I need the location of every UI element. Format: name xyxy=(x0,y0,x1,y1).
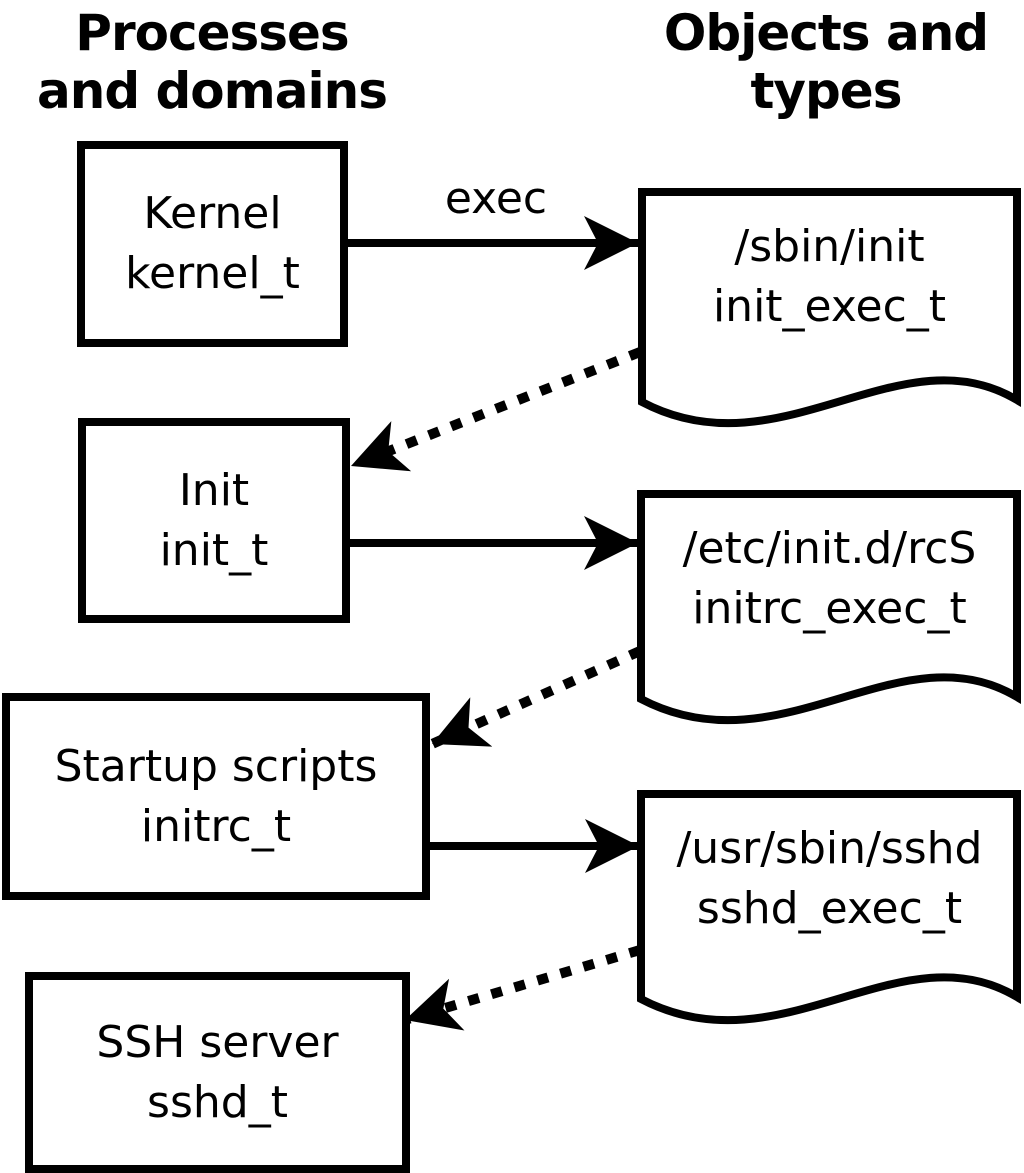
object-path: /usr/sbin/sshd xyxy=(676,823,983,874)
process-name: Startup scripts xyxy=(54,740,378,792)
object-type: initrc_exec_t xyxy=(692,583,967,634)
exec-arrow-label: exec xyxy=(444,173,548,224)
process-name: Init xyxy=(178,464,250,516)
process-box-ssh-server: SSH server sshd_t xyxy=(25,972,410,1173)
process-box-startup-scripts: Startup scripts initrc_t xyxy=(2,693,430,900)
transition-arrow-to-init-t xyxy=(349,347,642,472)
process-domain-type: sshd_t xyxy=(147,1076,288,1128)
transition-arrow-to-initrc-t xyxy=(429,646,643,749)
object-path: /etc/init.d/rcS xyxy=(682,523,977,574)
object-label-etc-initd-rcs: /etc/init.d/rcS initrc_exec_t xyxy=(642,494,1017,664)
process-domain-type: kernel_t xyxy=(125,248,300,299)
object-path: /sbin/init xyxy=(734,221,925,272)
column-header-objects: Objects and types xyxy=(626,0,1024,120)
process-box-init: Init init_t xyxy=(78,418,350,623)
process-domain-type: initrc_t xyxy=(140,800,292,852)
header-line-1: Processes xyxy=(75,4,349,62)
object-type: init_exec_t xyxy=(712,281,947,332)
header-line-2: types xyxy=(750,62,903,120)
transition-arrow-to-sshd-t xyxy=(403,945,642,1031)
process-name: SSH server xyxy=(96,1016,339,1068)
process-name: Kernel xyxy=(143,188,282,239)
object-type: sshd_exec_t xyxy=(696,883,963,934)
process-domain-type: init_t xyxy=(159,524,269,576)
object-label-sbin-init: /sbin/init init_exec_t xyxy=(642,192,1017,362)
process-box-kernel: Kernel kernel_t xyxy=(77,141,348,347)
header-line-1: Objects and xyxy=(663,4,989,62)
column-header-processes: Processes and domains xyxy=(12,0,412,120)
header-line-2: and domains xyxy=(36,62,388,120)
object-label-usr-sbin-sshd: /usr/sbin/sshd sshd_exec_t xyxy=(642,794,1017,964)
